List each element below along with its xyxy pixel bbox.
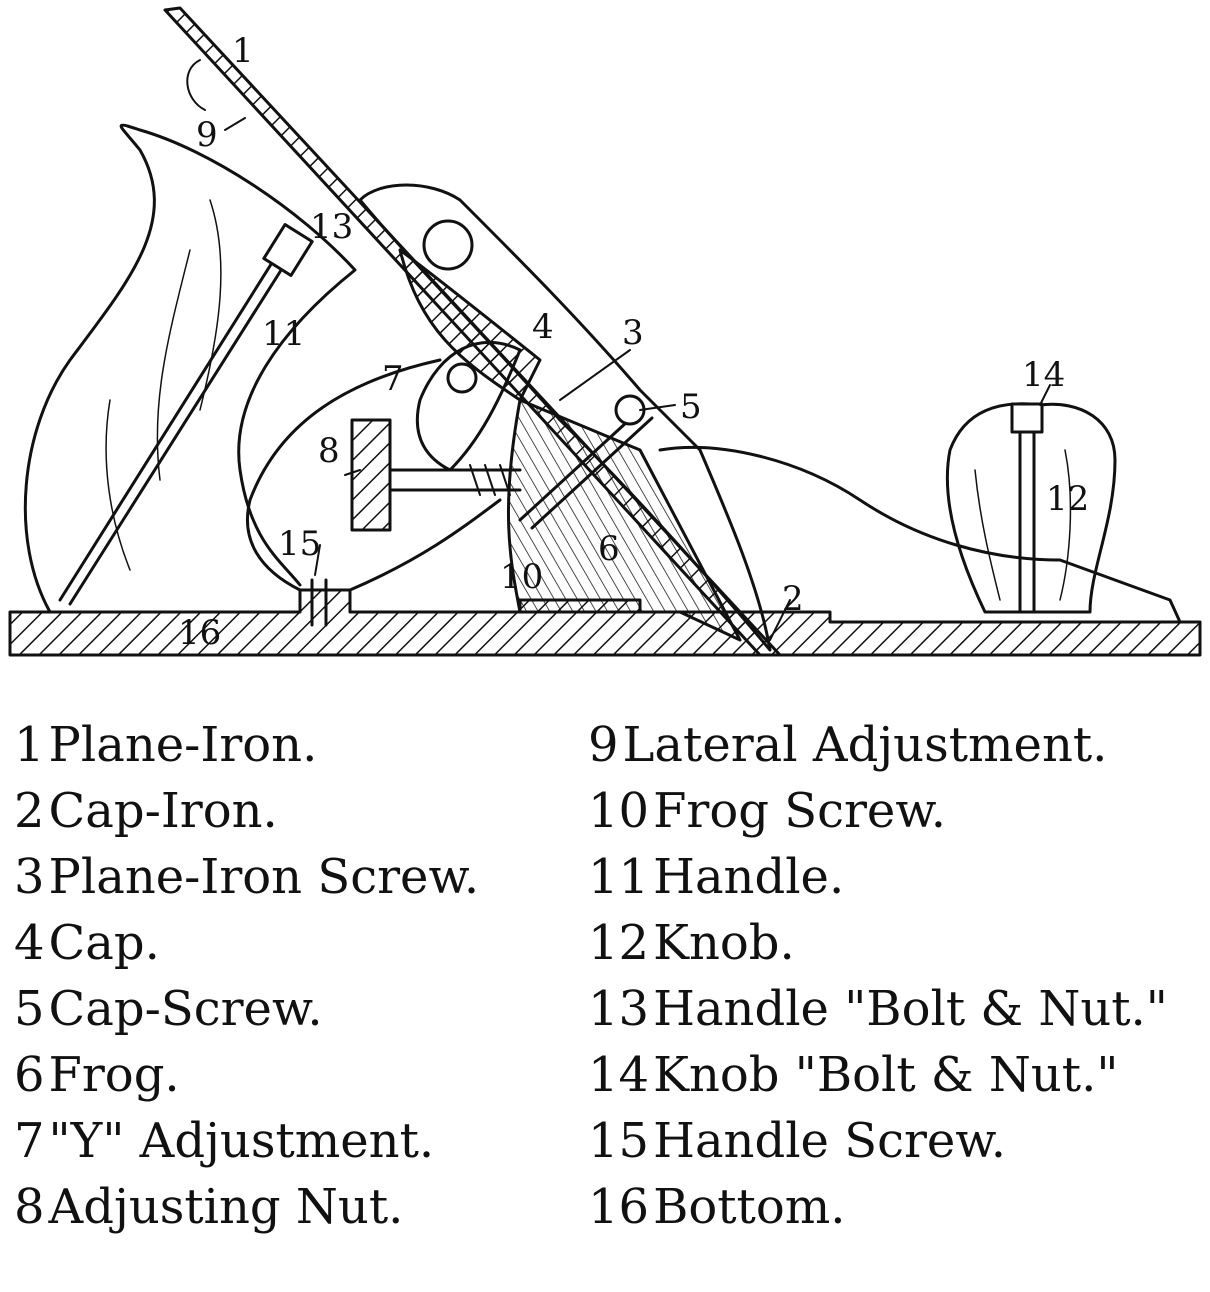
- callout-9: 9: [196, 115, 218, 155]
- legend-number: 2: [14, 783, 45, 839]
- knob-nut: [1010, 402, 1044, 434]
- cap-screw: [518, 408, 654, 530]
- legend-item: 1Plane-Iron.: [14, 712, 574, 778]
- legend-label: Cap-Iron.: [48, 783, 278, 839]
- legend-label: Lateral Adjustment.: [622, 717, 1108, 773]
- plane-body: [245, 358, 502, 592]
- leader-8: [344, 469, 361, 476]
- legend-number: 4: [14, 915, 45, 971]
- cap-lever-pivot: [422, 219, 474, 271]
- legend-label: Bottom.: [653, 1179, 846, 1235]
- callout-1: 1: [232, 31, 254, 71]
- legend-number: 14: [588, 1047, 650, 1103]
- legend-right-column: 9Lateral Adjustment. 10Frog Screw. 11Han…: [588, 712, 1198, 1240]
- plane-knob: [945, 402, 1117, 614]
- legend-label: Handle Screw.: [653, 1113, 1006, 1169]
- legend-label: Knob.: [653, 915, 795, 971]
- plane-diagram-svg: 1 9 13 11 4 3 5 7 8 6 10 15 16 2 14 12: [8, 6, 1202, 657]
- legend-number: 9: [588, 717, 619, 773]
- y-adjustment: [415, 340, 522, 472]
- legend-label: Cap.: [48, 915, 160, 971]
- callout-12: 12: [1046, 479, 1089, 519]
- leader-9: [224, 117, 246, 131]
- legend-item: 2Cap-Iron.: [14, 778, 574, 844]
- callout-7: 7: [382, 359, 404, 399]
- legend-number: 3: [14, 849, 45, 905]
- callout-13: 13: [310, 207, 353, 247]
- legend-label: Handle.: [653, 849, 845, 905]
- adjusting-screw: [388, 468, 522, 492]
- legend-item: 11Handle.: [588, 844, 1198, 910]
- callout-5: 5: [680, 387, 702, 427]
- leader-2: [769, 599, 791, 641]
- legend-label: Cap-Screw.: [48, 981, 323, 1037]
- frog-upper: [398, 248, 542, 402]
- callout-3: 3: [622, 313, 644, 353]
- cap-front-curve: [658, 446, 1182, 624]
- callout-11: 11: [262, 314, 305, 354]
- legend-number: 12: [588, 915, 650, 971]
- legend-item: 15Handle Screw.: [588, 1108, 1198, 1174]
- leader-14: [1039, 384, 1051, 406]
- legend-number: 7: [14, 1113, 45, 1169]
- legend-item: 16Bottom.: [588, 1174, 1198, 1240]
- leader-5: [639, 404, 676, 411]
- handle-screw: [310, 578, 328, 627]
- handle-nut: [262, 223, 314, 277]
- knob-grain: [974, 449, 1072, 601]
- legend-label: "Y" Adjustment.: [48, 1113, 435, 1169]
- legend-item: 10Frog Screw.: [588, 778, 1198, 844]
- legend-item: 7"Y" Adjustment.: [14, 1108, 574, 1174]
- legend-number: 10: [588, 783, 650, 839]
- legend-item: 13Handle "Bolt & Nut.": [588, 976, 1198, 1042]
- legend-number: 15: [588, 1113, 650, 1169]
- leader-15: [314, 544, 321, 576]
- legend-label: Handle "Bolt & Nut.": [653, 981, 1168, 1037]
- callout-2: 2: [782, 579, 804, 619]
- callout-6: 6: [598, 529, 620, 569]
- legend-label: Adjusting Nut.: [48, 1179, 404, 1235]
- adjusting-nut: [350, 418, 392, 532]
- legend-item: 3Plane-Iron Screw.: [14, 844, 574, 910]
- legend-number: 16: [588, 1179, 650, 1235]
- legend-item: 5Cap-Screw.: [14, 976, 574, 1042]
- legend-item: 14Knob "Bolt & Nut.": [588, 1042, 1198, 1108]
- legend-number: 1: [14, 717, 45, 773]
- legend-item: 8Adjusting Nut.: [14, 1174, 574, 1240]
- plane-diagram: 1 9 13 11 4 3 5 7 8 6 10 15 16 2 14 12: [8, 6, 1202, 657]
- knob-bolt: [1018, 410, 1036, 614]
- legend-number: 5: [14, 981, 45, 1037]
- callout-8: 8: [318, 431, 340, 471]
- legend-label: Frog.: [48, 1047, 180, 1103]
- legend-number: 11: [588, 849, 650, 905]
- legend-label: Plane-Iron Screw.: [48, 849, 480, 905]
- callout-14: 14: [1022, 355, 1065, 395]
- legend-item: 4Cap.: [14, 910, 574, 976]
- legend-number: 6: [14, 1047, 45, 1103]
- legend-left-column: 1Plane-Iron. 2Cap-Iron. 3Plane-Iron Scre…: [14, 712, 574, 1240]
- y-adjust-pivot: [446, 362, 478, 394]
- legend-item: 12Knob.: [588, 910, 1198, 976]
- callout-15: 15: [278, 524, 321, 564]
- leader-3: [559, 349, 631, 401]
- legend-number: 13: [588, 981, 650, 1037]
- callout-4: 4: [532, 307, 554, 347]
- callout-16: 16: [178, 613, 221, 653]
- legend-label: Plane-Iron.: [48, 717, 318, 773]
- plane-handle: [23, 123, 357, 614]
- legend-label: Frog Screw.: [653, 783, 946, 839]
- plane-frog: [506, 398, 742, 642]
- leader-1: [186, 59, 206, 111]
- legend-item: 9Lateral Adjustment.: [588, 712, 1198, 778]
- legend-label: Knob "Bolt & Nut.": [653, 1047, 1119, 1103]
- legend-item: 6Frog.: [14, 1042, 574, 1108]
- handle-bolt: [58, 248, 292, 606]
- handle-grain: [105, 199, 222, 571]
- legend-number: 8: [14, 1179, 45, 1235]
- adjusting-screw-thread: [469, 464, 511, 496]
- callout-10: 10: [500, 557, 543, 597]
